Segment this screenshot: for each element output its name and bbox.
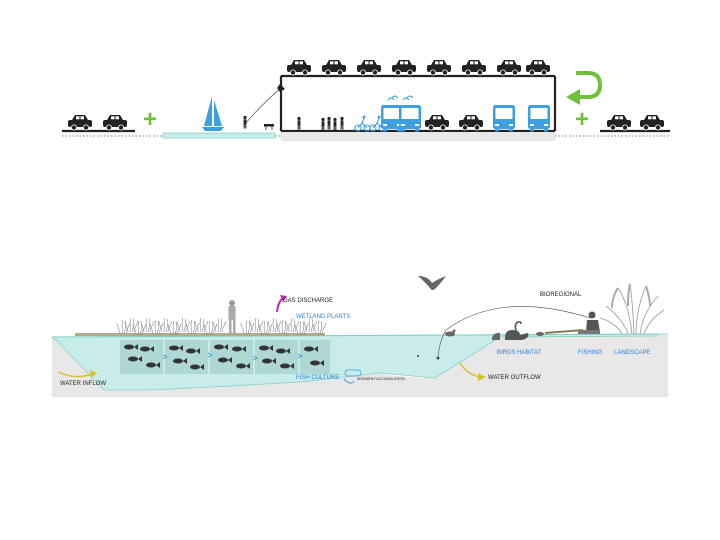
fish-culture-label: FISH CULTURE [296, 375, 339, 381]
lower-deck-traffic [297, 95, 550, 132]
fish-culture-cages [120, 340, 330, 374]
car-icon [639, 114, 665, 131]
plus-sign: + [143, 106, 157, 133]
car-icon [67, 114, 93, 131]
bus-icon [399, 105, 421, 132]
u-turn-arrow-icon [566, 71, 603, 105]
fishing-label: FISHING [578, 350, 603, 356]
car-icon [426, 59, 452, 76]
car-icon [606, 114, 632, 131]
left-road [62, 114, 135, 133]
water-inflow-label: WATER INFLOW [60, 381, 106, 387]
car-icon [461, 59, 487, 76]
bird-flying-icon [418, 276, 446, 290]
landscape-reeds-icon [599, 283, 665, 335]
duck-icon [445, 329, 544, 337]
bioregional-label: BIOREGIONAL [540, 292, 582, 298]
birds-habitat-label: BIRDS HABITAT [497, 350, 542, 356]
car-icon [356, 59, 382, 76]
car-icon [391, 59, 417, 76]
water-outflow-label: WATER OUTFLOW [488, 375, 541, 381]
car-icon [458, 114, 484, 131]
plus-sign: + [575, 106, 589, 133]
sediment-arrow-icon [343, 378, 355, 384]
floating-platform [75, 333, 325, 336]
person-icon [228, 300, 236, 334]
ground-block [52, 335, 668, 397]
bus-icon [493, 105, 515, 132]
gas-discharge-label: GAS DISCHARGE [283, 298, 333, 304]
car-icon [424, 114, 450, 131]
car-icon [525, 59, 551, 76]
sailboat-icon [202, 96, 224, 131]
car-icon [286, 59, 312, 76]
right-road [555, 114, 670, 137]
kite-flyer-icon [243, 84, 285, 130]
car-icon [321, 59, 347, 76]
cyclist-icon [354, 115, 371, 132]
landscape-label: LANDSCAPE [614, 350, 650, 356]
wetland-plants-label: WETLAND PLANTS [296, 314, 350, 320]
water-channel [162, 132, 276, 139]
sediment-label: SEDIMENT ACCUMULATION [357, 377, 405, 381]
fishing-line [437, 306, 591, 357]
upper-deck-cars [286, 59, 551, 76]
swan-icon [492, 320, 529, 340]
bus-icon [528, 105, 550, 132]
wetland-plants-icon [116, 317, 327, 336]
fisherman-icon [578, 311, 600, 334]
wetland-section: GAS DISCHARGE WETLAND PLANTS WATER INFLO… [50, 276, 669, 397]
water-inflow-arrow-icon [57, 371, 93, 378]
top-street-section: + [62, 59, 670, 141]
car-icon [102, 114, 128, 131]
car-icon [496, 59, 522, 76]
